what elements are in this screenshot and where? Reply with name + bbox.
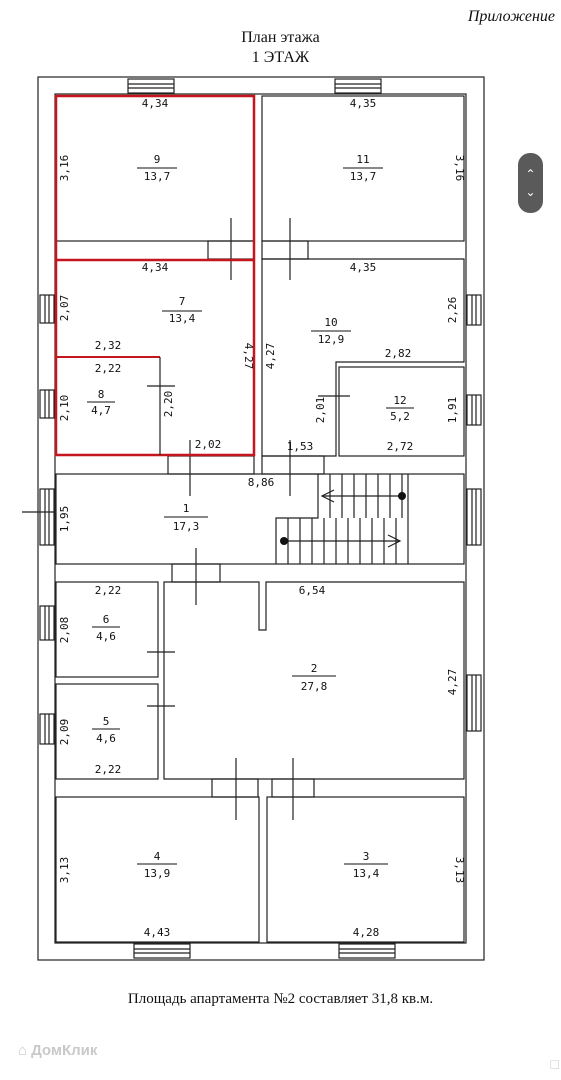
room-12-outline — [338, 366, 465, 457]
house-icon: ⌂ — [18, 1042, 28, 1059]
window — [39, 713, 55, 745]
dimension: 2,22 — [95, 362, 122, 375]
window — [133, 943, 191, 959]
chevron-up-icon[interactable]: ⌃ — [525, 167, 536, 181]
dimension: 2,02 — [195, 438, 222, 451]
room-number: 7 — [179, 295, 186, 308]
dimension: 4,34 — [142, 261, 169, 274]
chevron-down-icon[interactable]: ⌄ — [525, 185, 536, 199]
dimension: 1,91 — [446, 397, 459, 424]
window — [39, 294, 55, 324]
room-10-outline — [261, 258, 465, 457]
dimension: 4,35 — [350, 97, 377, 110]
dimension: 2,10 — [58, 395, 71, 422]
dimension: 1,95 — [58, 506, 71, 533]
appendix-label: Приложение — [467, 8, 555, 25]
room-4-outline — [55, 796, 260, 943]
room-number: 10 — [324, 316, 337, 329]
window — [334, 78, 382, 94]
room-area: 27,8 — [301, 680, 328, 693]
window — [466, 394, 482, 426]
room-area: 13,7 — [350, 170, 377, 183]
dimension: 6,54 — [299, 584, 326, 597]
dimension: 2,22 — [95, 584, 122, 597]
apartment-area-caption: Площадь апартамента №2 составляет 31,8 к… — [127, 991, 434, 1007]
dimension: 4,27 — [446, 669, 459, 696]
room-number: 2 — [311, 662, 318, 675]
dimension: 4,27 — [242, 343, 255, 370]
room-6-outline — [55, 581, 159, 678]
dimension: 2,09 — [58, 719, 71, 746]
dimension: 2,22 — [95, 763, 122, 776]
dimension: 1,53 — [287, 440, 314, 453]
watermark: ⌂ ДомКлик — [18, 1042, 97, 1059]
room-number: 1 — [183, 502, 190, 515]
floor-title: 1 ЭТАЖ — [251, 49, 310, 66]
dimension: 8,86 — [248, 476, 275, 489]
dimension: 2,72 — [387, 440, 414, 453]
plan-title: План этажа — [241, 29, 320, 46]
dimension: 3,16 — [453, 155, 466, 182]
room-number: 12 — [393, 394, 406, 407]
window — [466, 674, 482, 732]
dimension: 2,08 — [58, 617, 71, 644]
doorway — [211, 778, 259, 798]
staircase — [275, 474, 409, 564]
room-number: 3 — [363, 850, 370, 863]
window — [466, 488, 482, 546]
outer-wall-outer — [37, 76, 485, 961]
dimension: 3,16 — [58, 155, 71, 182]
corner-icon: □ — [550, 1056, 559, 1072]
room-area: 12,9 — [318, 333, 345, 346]
dimension: 4,43 — [144, 926, 171, 939]
room-5-outline — [55, 683, 159, 780]
room-area: 13,4 — [353, 867, 380, 880]
room-number: 9 — [154, 153, 161, 166]
room-number: 8 — [98, 388, 105, 401]
room-number: 11 — [356, 153, 369, 166]
doorway — [261, 455, 325, 475]
room-area: 13,7 — [144, 170, 171, 183]
dimension: 2,01 — [314, 397, 327, 424]
outer-wall-inner — [54, 93, 467, 944]
room-number: 6 — [103, 613, 110, 626]
room-number: 5 — [103, 715, 110, 728]
window — [338, 943, 396, 959]
dimension: 4,28 — [353, 926, 380, 939]
room-area: 4,6 — [96, 732, 116, 745]
dimension: 4,34 — [142, 97, 169, 110]
room-area: 13,9 — [144, 867, 171, 880]
dimension: 2,07 — [58, 295, 71, 322]
dimension: 4,27 — [264, 343, 277, 370]
window — [39, 605, 55, 641]
dimension: 2,26 — [446, 297, 459, 324]
doorway — [261, 240, 309, 260]
room-area: 4,7 — [91, 404, 111, 417]
room-11-outline — [261, 95, 465, 242]
dimension: 3,13 — [453, 857, 466, 884]
scroll-control[interactable]: ⌃ ⌄ — [518, 153, 543, 213]
window — [127, 78, 175, 94]
window — [39, 389, 55, 419]
room-2-outline — [163, 581, 465, 780]
dimension: 2,20 — [162, 391, 175, 418]
dimension: 4,35 — [350, 261, 377, 274]
apartment-highlight — [54, 94, 256, 457]
window — [466, 294, 482, 326]
doorway — [167, 455, 255, 475]
dimension: 3,13 — [58, 857, 71, 884]
room-number: 4 — [154, 850, 161, 863]
room-area: 4,6 — [96, 630, 116, 643]
window — [39, 488, 55, 546]
watermark-text: ДомКлик — [31, 1042, 98, 1059]
room-3-outline — [266, 796, 465, 943]
dimension: 2,82 — [385, 347, 412, 360]
room-area: 17,3 — [173, 520, 200, 533]
room-area: 13,4 — [169, 312, 196, 325]
room-area: 5,2 — [390, 410, 410, 423]
dimension: 2,32 — [95, 339, 122, 352]
room-1-outline — [55, 473, 465, 565]
